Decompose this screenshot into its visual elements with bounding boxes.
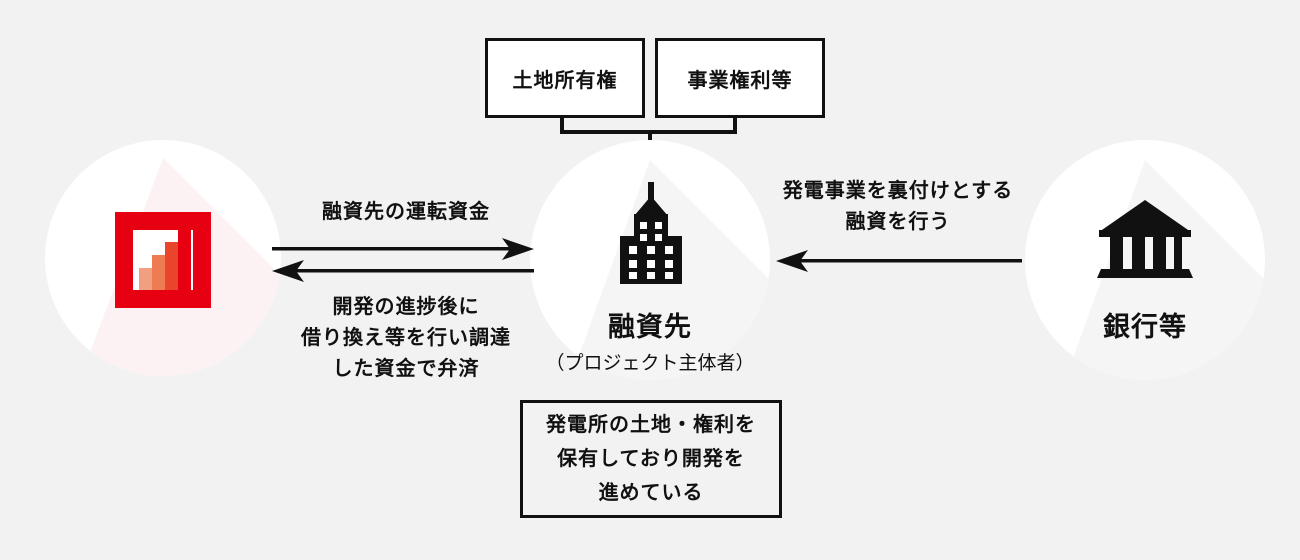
building-icon xyxy=(620,182,682,284)
top-box-business-rights: 事業権利等 xyxy=(655,38,825,118)
bar-chart-bar-1 xyxy=(139,268,152,290)
note-box-development-status: 発電所の土地・権利を 保有しており開発を 進めている xyxy=(520,400,782,518)
connector-drop-to-node xyxy=(648,130,652,143)
flow-label-project-finance-line-1: 発電事業を裏付けとする xyxy=(782,180,1014,202)
bar-chart-bar-2 xyxy=(152,255,165,290)
top-box-land-title-label: 土地所有権 xyxy=(512,69,618,92)
flow-label-project-finance: 発電事業を裏付けとする 融資を行う xyxy=(768,176,1028,238)
bar-chart-bar-3 xyxy=(165,242,178,290)
note-box-line-2: 保有しており開発を xyxy=(557,448,745,470)
flow-label-project-finance-line-2: 融資を行う xyxy=(845,211,951,233)
flow-label-refinance-line-2: 借り換え等を行い調達 xyxy=(301,327,511,349)
flow-label-operating-funds: 融資先の運転資金 xyxy=(322,201,490,223)
bank-icon xyxy=(1097,200,1193,278)
connector-stub-right xyxy=(733,118,737,134)
connector-stub-left xyxy=(560,118,564,134)
flow-label-refinance-line-3: した資金で弁済 xyxy=(332,358,480,380)
node-center-title: 融資先 xyxy=(608,312,692,342)
bar-chart-bars xyxy=(133,230,193,290)
node-center-subtitle: （プロジェクト主体者） xyxy=(545,353,755,374)
arrow-left-icon-right-flow xyxy=(776,250,1022,272)
arrow-left-icon-left-flow xyxy=(272,260,534,282)
top-box-land-title: 土地所有権 xyxy=(485,38,645,118)
top-box-business-rights-label: 事業権利等 xyxy=(687,69,793,92)
arrow-right-icon xyxy=(272,238,534,260)
bar-chart-icon xyxy=(115,212,211,308)
bar-chart-bar-4 xyxy=(178,230,191,290)
flow-label-refinance-line-1: 開発の進捗後に xyxy=(332,296,480,318)
note-box-line-1: 発電所の土地・権利を xyxy=(546,414,756,436)
node-right-title: 銀行等 xyxy=(1103,312,1187,342)
note-box-line-3: 進めている xyxy=(598,482,704,504)
flow-label-refinance-repayment: 開発の進捗後に 借り換え等を行い調達 した資金で弁済 xyxy=(276,292,536,385)
